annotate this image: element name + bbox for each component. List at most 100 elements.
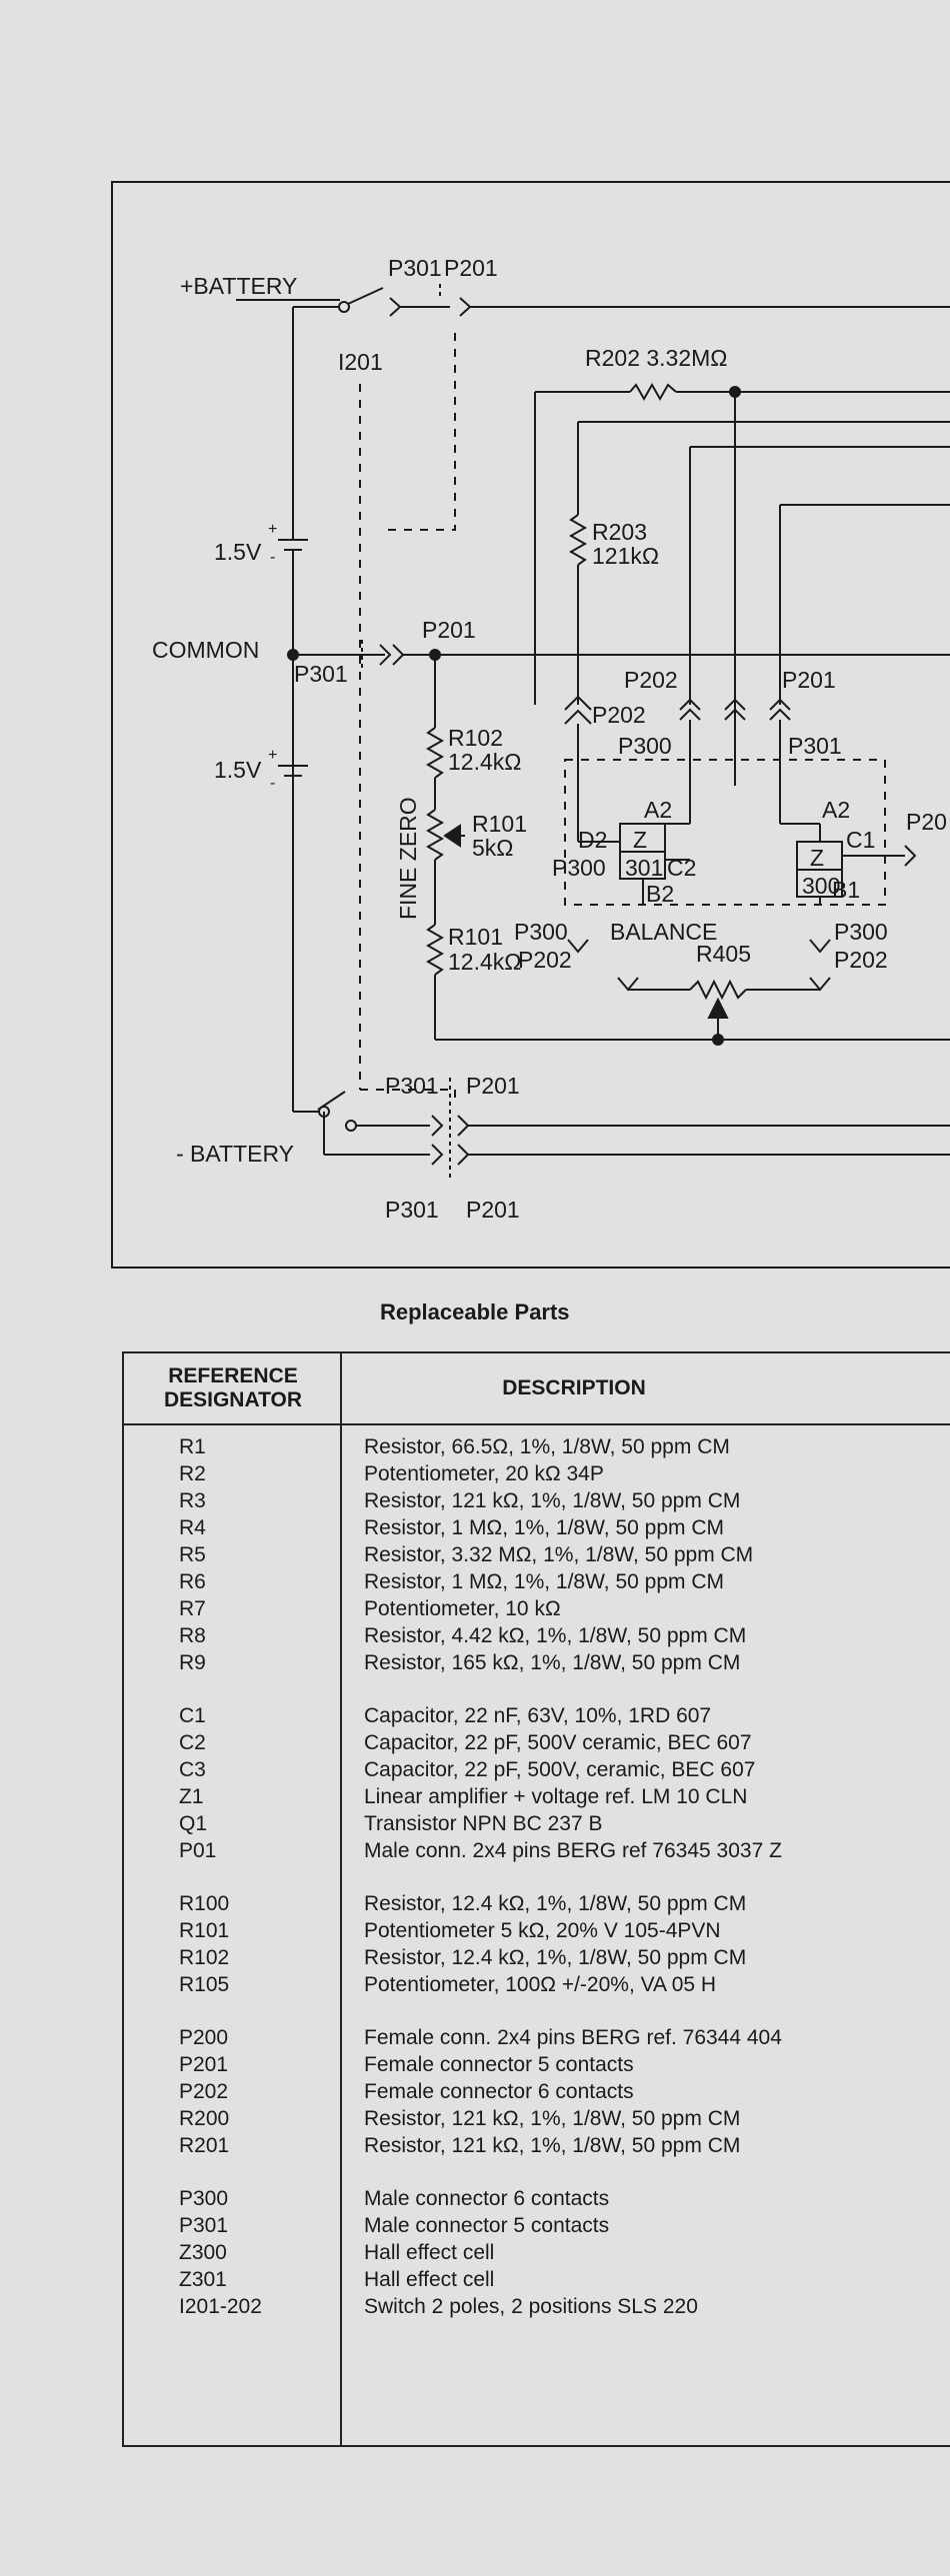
fine-zero-label: FINE ZERO: [395, 797, 421, 920]
r102-resistor: [425, 727, 445, 779]
part-description: Female conn. 2x4 pins BERG ref. 76344 40…: [364, 2026, 782, 2049]
hall-dashed-box: [564, 759, 886, 906]
part-description: Female connector 5 contacts: [364, 2053, 634, 2076]
connector-p201-c: [769, 698, 791, 711]
r101-pot-arrow: [443, 824, 461, 848]
r202-resistor: [629, 382, 677, 402]
part-description: Switch 2 poles, 2 positions SLS 220: [364, 2295, 698, 2318]
part-description: Male conn. 2x4 pins BERG ref 76345 3037 …: [364, 1839, 782, 1862]
ref-designator: R200: [179, 2107, 230, 2130]
part-description: Resistor, 66.5Ω, 1%, 1/8W, 50 ppm CM: [364, 1435, 730, 1458]
parts-table-title: Replaceable Parts: [380, 1299, 570, 1324]
b2-label: B2: [646, 881, 674, 907]
ref-header-line1: REFERENCE: [168, 1364, 298, 1387]
switch-linkage: [359, 330, 456, 1100]
p201-upper-label: P201: [782, 667, 836, 693]
part-description: Resistor, 12.4 kΩ, 1%, 1/8W, 50 ppm CM: [364, 1946, 747, 1969]
part-description: Potentiometer 5 kΩ, 20% V 105-4PVN: [364, 1919, 721, 1942]
p202-bottom-left-label: P202: [518, 947, 572, 973]
connector-p201-a: [724, 698, 746, 711]
part-description: Male connector 6 contacts: [364, 2187, 610, 2210]
ref-designator: R3: [179, 1489, 206, 1512]
column-divider: [340, 1353, 342, 2447]
ref-designator: P300: [179, 2187, 229, 2210]
r203-label: R203: [592, 519, 647, 545]
p20-label: P20: [906, 809, 947, 835]
connector-p301-top: [389, 297, 402, 317]
table-row: P301 Male connector 5 contacts: [124, 2214, 950, 2241]
part-description: Hall effect cell: [364, 2268, 495, 2291]
part-description: Potentiometer, 100Ω +/-20%, VA 05 H: [364, 1973, 717, 1996]
table-row: C2 Capacitor, 22 pF, 500V ceramic, BEC 60…: [124, 1731, 950, 1758]
table-row: P201 Female connector 5 contacts: [124, 2053, 950, 2080]
part-description: Male connector 5 contacts: [364, 2214, 610, 2237]
schematic-diagram: +BATTERY P301 P201 I201 R202 3.32MΩ R203…: [0, 0, 950, 1280]
part-description: Resistor, 1 MΩ, 1%, 1/8W, 50 ppm CM: [364, 1516, 724, 1539]
parts-table-header: REFERENCE DESIGNATOR DESCRIPTION: [124, 1353, 950, 1425]
connector-p201-bottom: [457, 1115, 470, 1137]
connector-p202-left-b: [564, 709, 592, 725]
schematic-svg: +BATTERY P301 P201 I201 R202 3.32MΩ R203…: [111, 181, 950, 1269]
pos-battery-label: +BATTERY: [180, 273, 297, 299]
ref-designator: R6: [179, 1570, 206, 1593]
ref-designator: P01: [179, 1839, 217, 1862]
table-row: P01 Male conn. 2x4 pins BERG ref 76345 30…: [124, 1839, 950, 1866]
ref-designator: R105: [179, 1973, 230, 1996]
a2-left-label: A2: [644, 797, 672, 823]
z-left-label: Z: [633, 827, 647, 853]
part-description: Resistor, 1 MΩ, 1%, 1/8W, 50 ppm CM: [364, 1570, 724, 1593]
ref-designator: R7: [179, 1597, 206, 1620]
r101-pot-label: R101: [472, 811, 527, 837]
part-description: Resistor, 4.42 kΩ, 1%, 1/8W, 50 ppm CM: [364, 1624, 747, 1647]
z300-label: 300: [802, 873, 840, 899]
ref-designator: C2: [179, 1731, 206, 1754]
r203-value: 121kΩ: [592, 543, 659, 569]
p301-top-label: P301: [388, 255, 442, 281]
connector-p300-left: [567, 939, 589, 954]
p300-bottom-left-label: P300: [514, 919, 568, 945]
cell-bottom-minus: -: [270, 775, 275, 792]
connector-p201-common: [392, 644, 405, 666]
r101-resistor: [425, 924, 445, 976]
cell-top-voltage: 1.5V: [214, 539, 262, 565]
ref-designator: Q1: [179, 1812, 208, 1835]
ref-designator: P301: [179, 2214, 229, 2237]
p201-common-label: P201: [422, 617, 476, 643]
table-row: R105 Potentiometer, 100Ω +/-20%, VA 05 H: [124, 1973, 950, 2000]
part-description: Transistor NPN BC 237 B: [364, 1812, 603, 1835]
part-description: Capacitor, 22 pF, 500V ceramic, BEC 607: [364, 1731, 752, 1754]
r405-resistor: [689, 979, 747, 1001]
ref-designator: C3: [179, 1758, 206, 1781]
p301-bottom-label: P301: [385, 1073, 439, 1099]
r102-label: R102: [448, 725, 503, 751]
p300-left-label: P300: [552, 855, 606, 881]
r102-value: 12.4kΩ: [448, 749, 521, 775]
ref-designator: R102: [179, 1946, 230, 1969]
ref-designator: P202: [179, 2080, 229, 2103]
p202-upper-label: P202: [624, 667, 678, 693]
connector-p202-left-bottom: [617, 977, 639, 992]
part-description: Resistor, 121 kΩ, 1%, 1/8W, 50 ppm CM: [364, 1489, 741, 1512]
c1-label: C1: [846, 827, 875, 853]
neg-battery-label: - BATTERY: [176, 1141, 294, 1167]
cell-top-plus: +: [268, 521, 277, 538]
ref-designator: P201: [179, 2053, 229, 2076]
r405-label: R405: [696, 941, 751, 967]
ref-designator: R201: [179, 2134, 230, 2157]
a2-right-label: A2: [822, 797, 850, 823]
common-label: COMMON: [152, 637, 259, 663]
connector-p201-d: [769, 708, 791, 721]
